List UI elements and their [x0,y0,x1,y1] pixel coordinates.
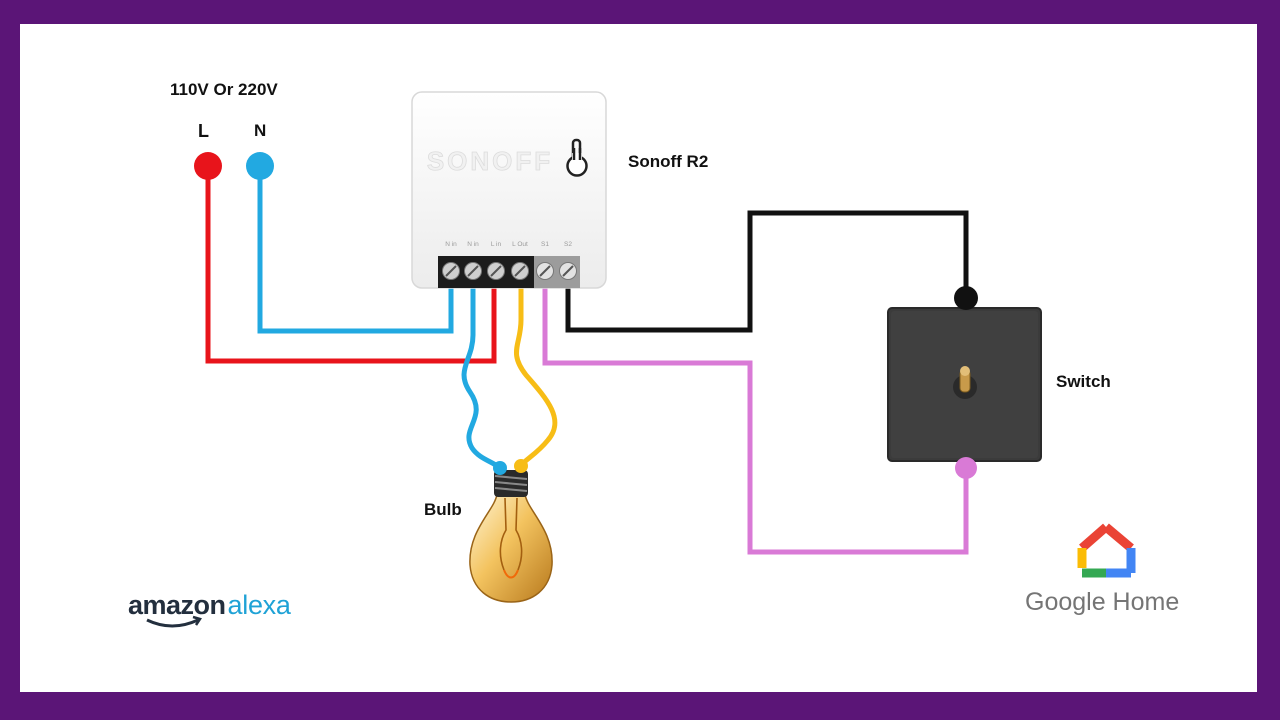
bulb-label: Bulb [424,500,462,519]
amazon-wordmark: amazon [128,590,226,620]
terminal-label-n-in-2: N in [467,241,479,248]
terminal-label-l-out: L Out [512,241,528,248]
live-terminal [194,152,222,180]
google-home-wordmark: Google Home [1025,588,1180,616]
sonoff-module: SONOFF N in N in L in L Out S1 S2 [411,91,607,289]
amazon-smile-icon [146,618,199,628]
amazon-alexa-logo: amazonalexa [128,590,291,621]
alexa-wordmark: alexa [227,590,291,620]
terminal-label-n-in-1: N in [445,241,457,248]
live-label: L [198,121,209,141]
neutral-wire [257,166,454,334]
terminal-label-s1: S1 [541,241,549,248]
switch-bottom-terminal [955,457,977,479]
module-brand-text: SONOFF [427,146,553,176]
s2-wire [542,286,969,555]
google-home-icon [1077,523,1136,578]
pairing-button-icon [566,138,588,177]
bulb-load-terminal [514,459,528,473]
module-label: Sonoff R2 [628,152,709,171]
diagram-canvas [20,24,1257,692]
bulb-neutral-wire [461,283,502,471]
load-wire [514,283,558,469]
terminal-screws [442,262,577,280]
terminal-labels: N in N in L in L Out S1 S2 [445,241,572,248]
wall-switch [887,307,1042,462]
neutral-label: N [254,121,267,140]
live-wire [205,166,497,364]
supply-voltage-label: 110V Or 220V [170,80,278,99]
neutral-terminal [246,152,274,180]
terminal-label-s2: S2 [564,241,572,248]
switch-top-terminal [954,286,978,310]
s1-wire [565,210,969,333]
switch-label: Switch [1056,372,1111,391]
bulb-neutral-terminal [493,461,507,475]
terminal-label-l-in: L in [491,241,502,248]
bulb-icon [469,470,553,603]
